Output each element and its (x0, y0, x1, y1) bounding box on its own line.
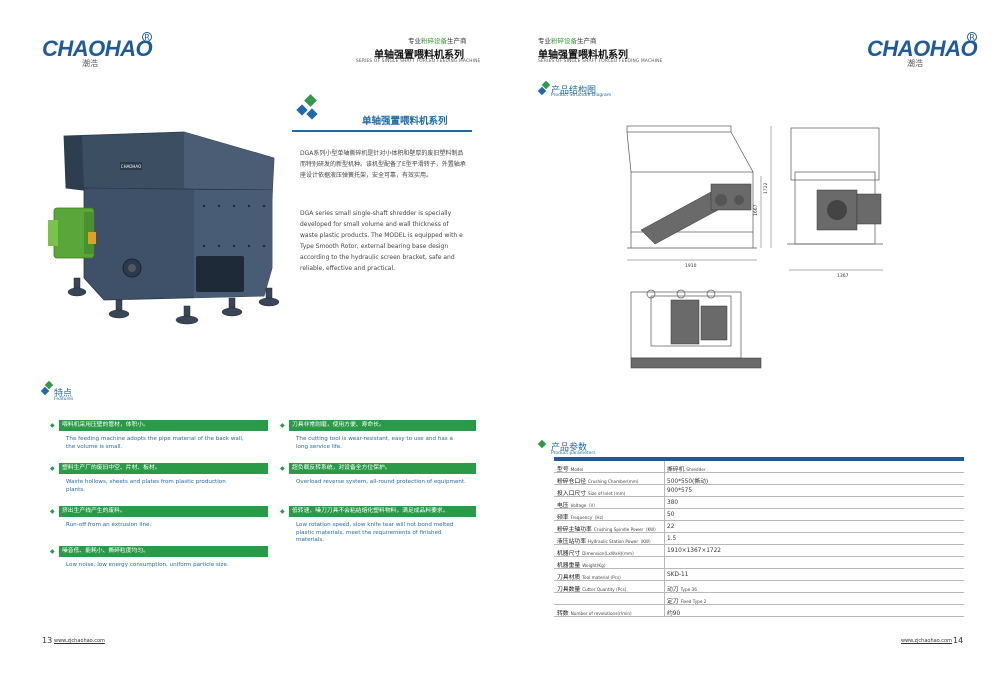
feature-bar-5: 刀具非常耐磨，使用方便、寿命长。 (276, 420, 476, 431)
header-tagline: 专业粉碎设备生产商 (538, 37, 597, 45)
header-series-en: SERIES OF SINGLE SHAFT FORCED FEEDING MA… (356, 59, 481, 64)
brand-logo: CHAOHAO 潮浩 R (867, 32, 978, 72)
dim-width: 1910 (685, 263, 697, 269)
registered-mark: R (967, 32, 977, 42)
footer-url[interactable]: www.zjchaohao.com (54, 638, 105, 644)
feature-bar-2: 塑料生产厂的废旧中空、片材、板材。 (46, 463, 268, 474)
header-series-cn: 单轴强置喂料机系列 (538, 50, 628, 61)
spec-value: 50 (667, 511, 675, 518)
features-subtitle: Features (54, 397, 74, 402)
feature-bar-3: 挤出生产线产生的废料。 (46, 506, 268, 517)
photo-brand-label: CHAOHAO (121, 164, 141, 169)
structure-subtitle: Product Structure Diagram (551, 93, 612, 98)
spec-table-header-bar (554, 457, 964, 461)
brand-logo: CHAOHAO 潮浩 R (42, 32, 153, 72)
params-subtitle: Product parameters (551, 451, 596, 456)
feature-en-4: Low noise, low energy consumption, unifo… (66, 562, 229, 568)
main-title: 单轴强置喂料机系列 (362, 116, 448, 127)
logo-text: CHAOHAO (42, 36, 153, 61)
structure-drawing: 1910 1667 1722 1367 (626, 125, 883, 369)
spec-value: 380 (667, 499, 679, 506)
spec-value: 500*550(撕动) (667, 478, 709, 485)
dim-height: 1722 (763, 182, 769, 194)
title-rule (292, 130, 472, 132)
feature-bar-4: 噪音低、能耗小、撕碎粒度均匀。 (46, 546, 268, 557)
feature-bar-1: 喂料机采用压壁的管材，体积小。 (46, 420, 268, 431)
structure-title: 产品结构图 (551, 86, 597, 96)
spec-value (667, 560, 669, 566)
left-page: CHAOHAO 潮浩 R 专业粉碎设备生产商 单轴强置喂料机系列 SERIES … (0, 0, 501, 682)
title-diamond-icon (296, 94, 320, 120)
feature-en-2: Waste hollows, sheets and plates from pl… (66, 479, 226, 493)
spec-value: 1910×1367×1722 (667, 547, 721, 554)
logo-sub: 潮浩 (907, 59, 923, 68)
feature-bar-6: 超负载反转系统，对设备全方位保护。 (276, 463, 476, 474)
features-title: 特点 (54, 389, 73, 399)
dim-inner-height: 1667 (753, 204, 759, 216)
params-title: 产品参数 (551, 443, 588, 453)
description-en: DGA series small single-shaft shredder i… (300, 210, 463, 272)
spec-value: 约90 (667, 610, 681, 617)
logo-text: CHAOHAO (867, 36, 978, 61)
footer-url[interactable]: www.zjchaohao.com (901, 638, 952, 644)
header-tagline: 专业粉碎设备生产商 (408, 37, 467, 45)
spec-label (557, 596, 559, 602)
feature-en-6: Overload reverse system, all-round prote… (296, 479, 466, 485)
dim-depth: 1367 (837, 273, 849, 279)
spec-table-divider (664, 461, 665, 617)
header-series-cn: 单轴强置喂料机系列 (374, 50, 464, 61)
spec-value: 900*575 (667, 487, 693, 494)
spec-value: SKD-11 (667, 571, 689, 578)
feature-en-5: The cutting tool is wear-resistant, easy… (296, 436, 453, 450)
spec-value: 1.5 (667, 535, 677, 542)
registered-mark: R (142, 32, 152, 42)
page-number: 13 (42, 636, 53, 645)
feature-en-1: The feeding machine adopts the pipe mate… (66, 436, 244, 450)
feature-en-7: Low rotation speed, slow knife tear will… (296, 522, 454, 543)
page-number: 14 (953, 636, 964, 645)
logo-sub: 潮浩 (82, 59, 98, 68)
machine-photo: CHAOHAO (48, 131, 280, 325)
header-series-en: SERIES OF SINGLE SHAFT FORCED FEEDING MA… (538, 59, 663, 64)
params-diamond-icon (537, 439, 547, 449)
description-cn: DGA系列小型单轴撕碎机是针对小体积和壁厚的废旧塑料制品而特别研发的新型机种。该… (300, 150, 466, 179)
feature-en-3: Run-off from an extrusion line. (66, 522, 152, 528)
feature-bar-7: 低转速，噪刀刀具不会粘结熔化塑料物料，满足成品料要求。 (276, 506, 476, 517)
spec-value: 22 (667, 523, 675, 530)
